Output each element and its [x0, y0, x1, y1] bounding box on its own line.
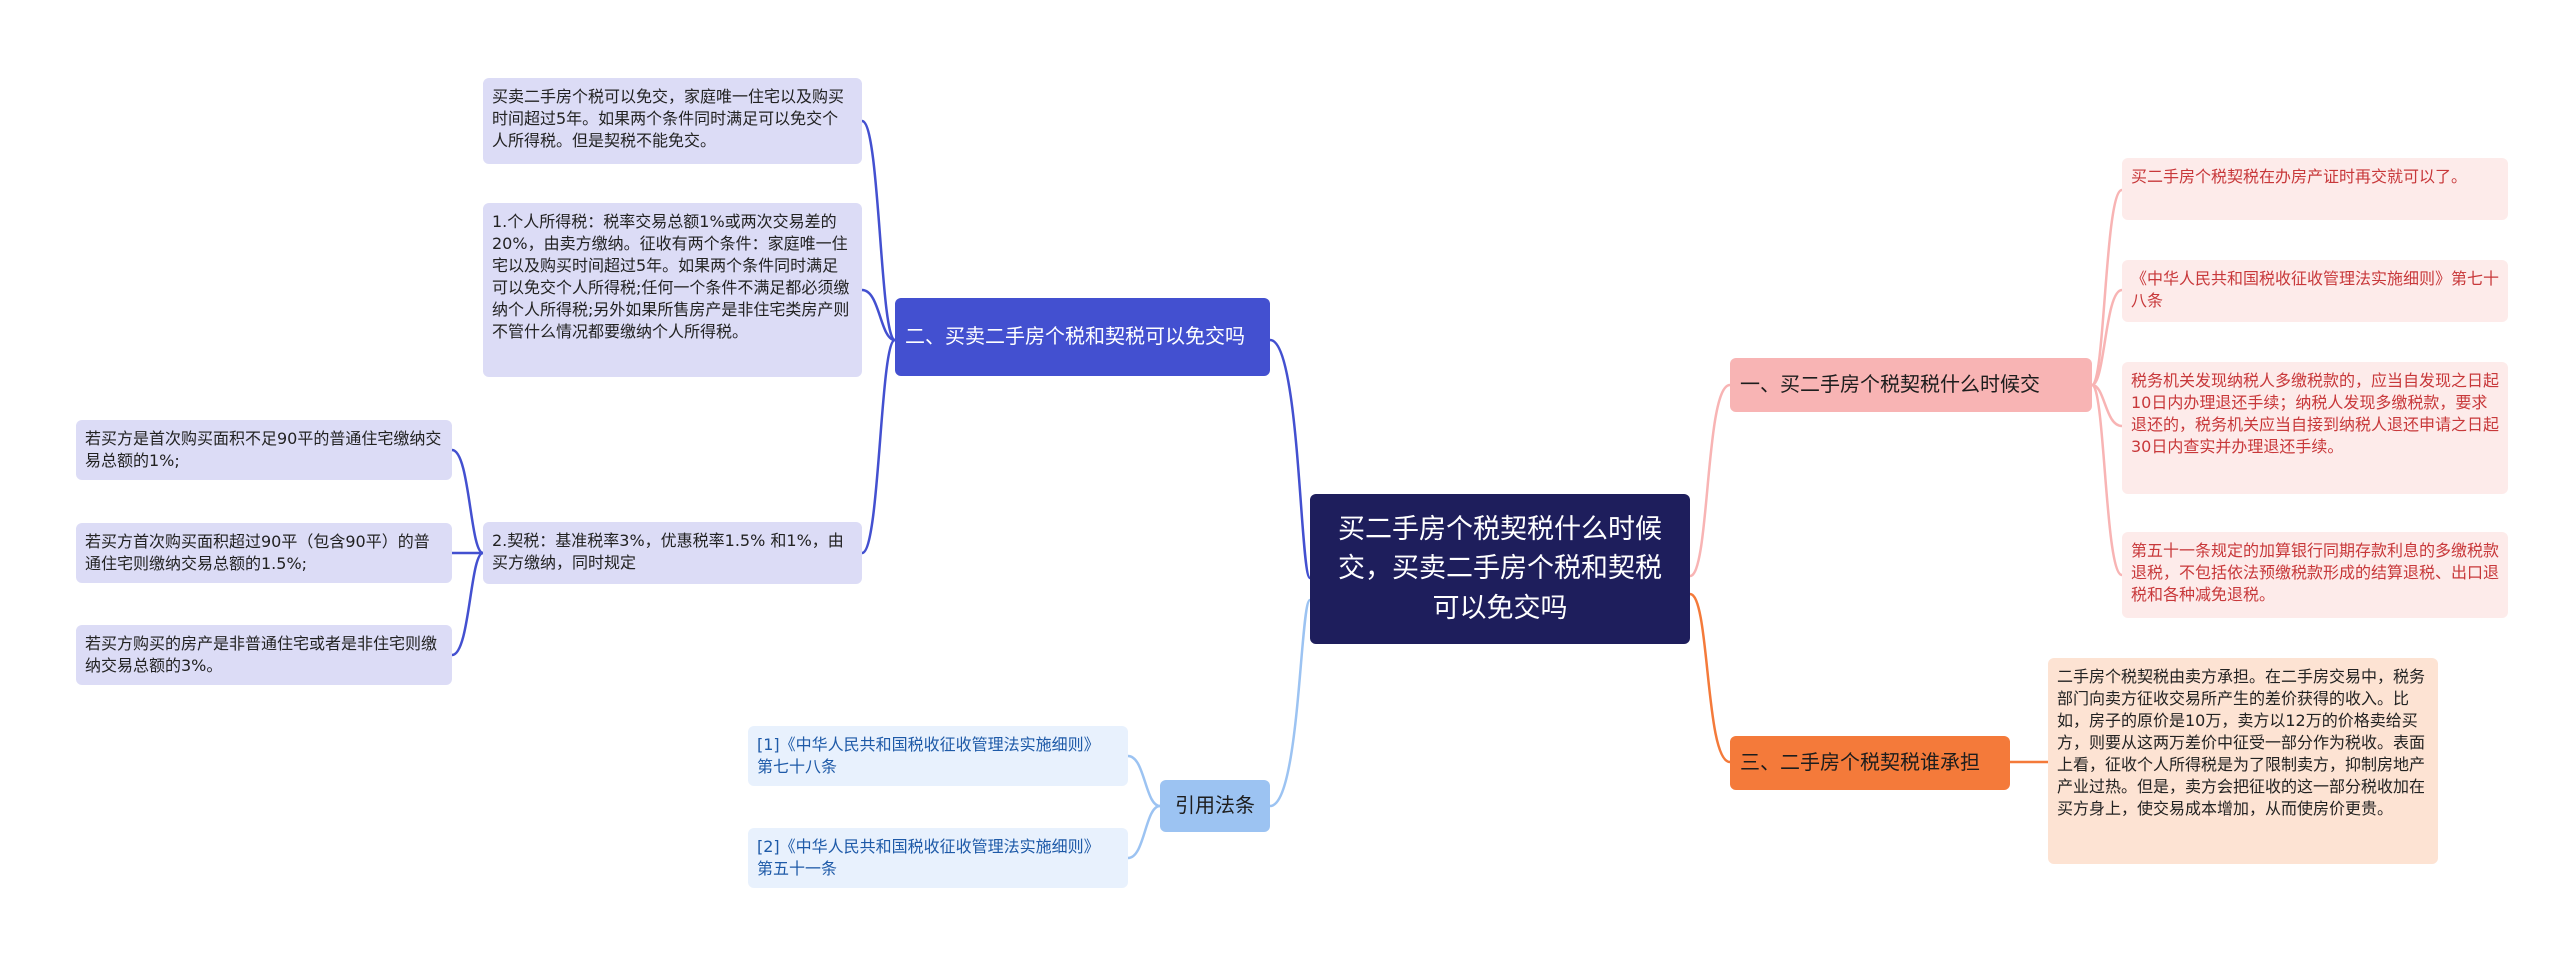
leaf-text: [2]《中华人民共和国税收征收管理法实施细则》 第五十一条 [757, 837, 1100, 879]
link-b4-leaf2 [1127, 804, 1161, 860]
root-topic[interactable]: 买二手房个税契税什么时候交，买卖二手房个税和契税可以免交吗 [1310, 494, 1690, 644]
leaf-text: [1]《中华人民共和国税收征收管理法实施细则》 第七十八条 [757, 735, 1100, 777]
leaf-text: 第五十一条规定的加算银行同期存款利息的多缴税款退税，不包括依法预缴税款形成的结算… [2131, 541, 2500, 605]
branch-title: 一、买二手房个税契税什么时候交 [1740, 372, 2040, 397]
branch-who-pays[interactable]: 三、二手房个税契税谁承担 [1730, 736, 2010, 790]
link-root-b4 [1269, 598, 1312, 808]
link-b1-leaf2 [2091, 288, 2123, 387]
leaf-pay-at-certificate[interactable]: 买二手房个税契税在办房产证时再交就可以了。 [2122, 158, 2508, 220]
leaf-law-article-78[interactable]: [1]《中华人民共和国税收征收管理法实施细则》 第七十八条 [748, 726, 1128, 786]
leaf-deed-tax[interactable]: 2.契税：基准税率3%，优惠税率1.5% 和1%，由买方缴纳，同时规定 [483, 522, 862, 584]
link-b1-leaf3 [2091, 383, 2123, 428]
link-b2-leaf3 [861, 338, 897, 555]
sub-leaf-over-90[interactable]: 若买方首次购买面积超过90平（包含90平）的普通住宅则缴纳交易总额的1.5%; [76, 523, 452, 583]
branch-title: 引用法条 [1175, 793, 1255, 818]
link-leaf3-sub1 [451, 448, 484, 555]
leaf-refund-procedure[interactable]: 税务机关发现纳税人多缴税款的，应当自发现之日起10日内办理退还手续；纳税人发现多… [2122, 362, 2508, 494]
link-b1-leaf1 [2090, 188, 2124, 387]
link-root-b2 [1269, 338, 1312, 580]
leaf-text: 1.个人所得税：税率交易总额1%或两次交易差的20%，由卖方缴纳。征收有两个条件… [492, 212, 850, 342]
sub-leaf-non-residential[interactable]: 若买方购买的房产是非普通住宅或者是非住宅则缴纳交易总额的3%。 [76, 625, 452, 685]
leaf-text: 买二手房个税契税在办房产证时再交就可以了。 [2131, 167, 2468, 186]
leaf-text: 买卖二手房个税可以免交，家庭唯一住宅以及购买时间超过5年。如果两个条件同时满足可… [492, 87, 845, 151]
leaf-text: 税务机关发现纳税人多缴税款的，应当自发现之日起10日内办理退还手续；纳税人发现多… [2131, 371, 2500, 457]
link-root-b1 [1689, 383, 1731, 578]
link-b4-leaf1 [1127, 754, 1161, 808]
leaf-text: 二手房个税契税由卖方承担。在二手房交易中，税务部门向卖方征收交易所产生的差价获得… [2057, 667, 2426, 819]
leaf-text: 若买方首次购买面积超过90平（包含90平）的普通住宅则缴纳交易总额的1.5%; [85, 532, 430, 574]
leaf-text: 若买方购买的房产是非普通住宅或者是非住宅则缴纳交易总额的3%。 [85, 634, 438, 676]
branch-when-to-pay[interactable]: 一、买二手房个税契税什么时候交 [1730, 358, 2092, 412]
leaf-law-article-51[interactable]: [2]《中华人民共和国税收征收管理法实施细则》 第五十一条 [748, 828, 1128, 888]
sub-leaf-under-90[interactable]: 若买方是首次购买面积不足90平的普通住宅缴纳交易总额的1%; [76, 420, 452, 480]
root-title: 买二手房个税契税什么时候交，买卖二手房个税和契税可以免交吗 [1338, 514, 1662, 624]
leaf-text: 2.契税：基准税率3%，优惠税率1.5% 和1%，由买方缴纳，同时规定 [492, 531, 844, 573]
leaf-text: 若买方是首次购买面积不足90平的普通住宅缴纳交易总额的1%; [85, 429, 442, 471]
leaf-seller-bears-tax[interactable]: 二手房个税契税由卖方承担。在二手房交易中，税务部门向卖方征收交易所产生的差价获得… [2048, 658, 2438, 864]
link-leaf3-sub3 [451, 551, 484, 657]
leaf-exemption-summary[interactable]: 买卖二手房个税可以免交，家庭唯一住宅以及购买时间超过5年。如果两个条件同时满足可… [483, 78, 862, 164]
branch-title: 三、二手房个税契税谁承担 [1740, 750, 1980, 775]
link-root-b3 [1689, 592, 1731, 764]
link-b2-leaf2 [861, 288, 896, 342]
link-b1-leaf4 [2090, 383, 2124, 577]
leaf-income-tax[interactable]: 1.个人所得税：税率交易总额1%或两次交易差的20%，由卖方缴纳。征收有两个条件… [483, 203, 862, 377]
link-b2-leaf1 [860, 119, 897, 342]
leaf-text: 《中华人民共和国税收征收管理法实施细则》第七十八条 [2131, 269, 2500, 311]
branch-title: 二、买卖二手房个税和契税可以免交吗 [905, 324, 1245, 349]
branch-tax-exemption[interactable]: 二、买卖二手房个税和契税可以免交吗 [895, 298, 1270, 376]
leaf-article-51-note[interactable]: 第五十一条规定的加算银行同期存款利息的多缴税款退税，不包括依法预缴税款形成的结算… [2122, 532, 2508, 618]
leaf-law-reference[interactable]: 《中华人民共和国税收征收管理法实施细则》第七十八条 [2122, 260, 2508, 322]
branch-cited-laws[interactable]: 引用法条 [1160, 780, 1270, 832]
